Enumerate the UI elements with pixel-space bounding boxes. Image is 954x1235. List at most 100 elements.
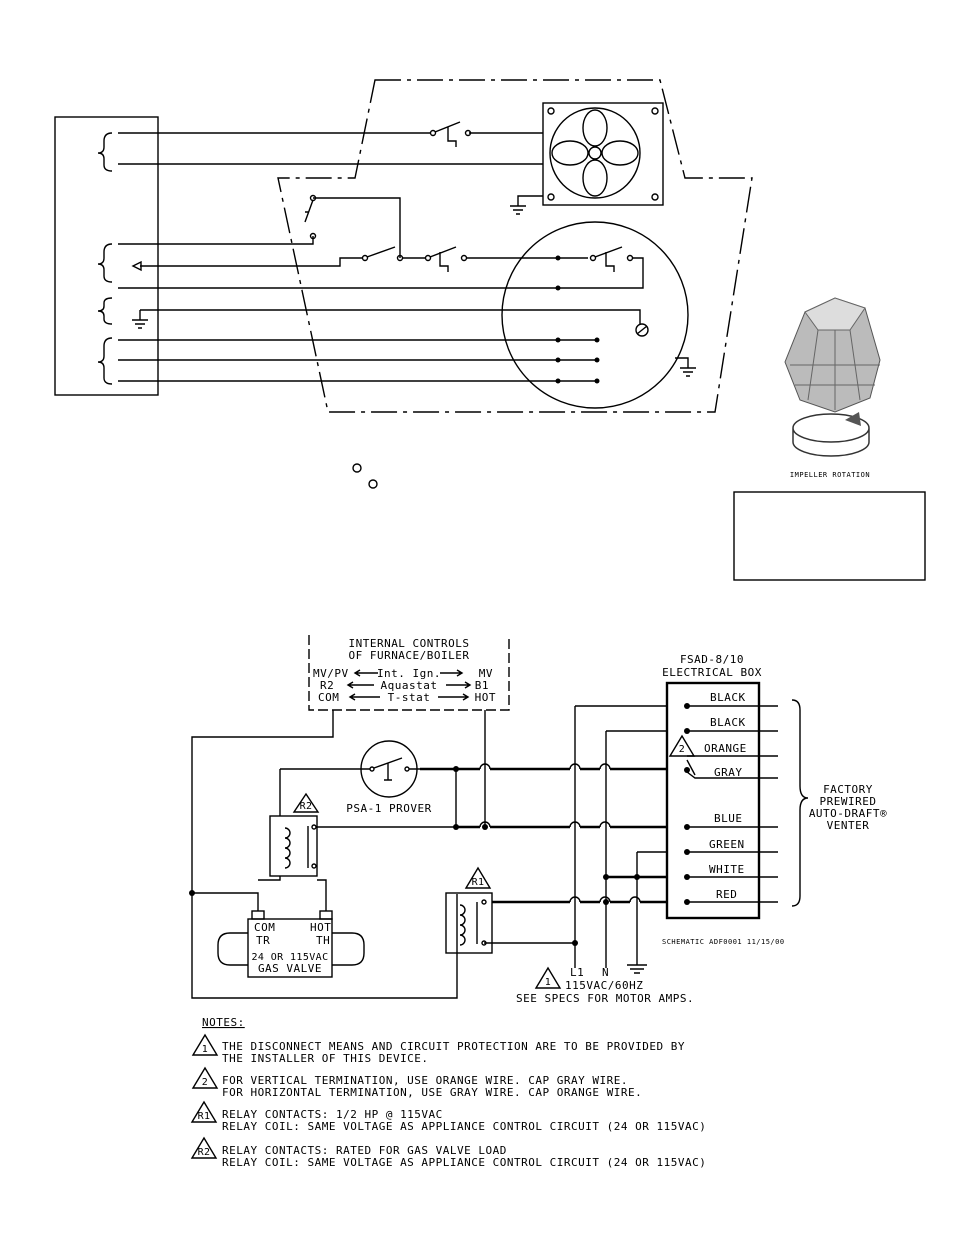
- relay-r2-tag-icon: [292, 792, 320, 813]
- note-3-line-2: RELAY COIL: SAME VOLTAGE AS APPLIANCE CO…: [222, 1120, 706, 1133]
- factory-label-1: FACTORY: [823, 783, 873, 796]
- warning-1-icon: [534, 966, 562, 989]
- terminal-block: [54, 116, 159, 396]
- fan-screw-bl: [547, 193, 555, 201]
- fan-icon: [551, 109, 639, 197]
- ic-row-2-mid: Aquastat: [381, 679, 438, 692]
- gas-valve-tr: TR: [256, 934, 270, 947]
- upper-wiring-diagram: IMPELLER ROTATION: [54, 79, 926, 581]
- supply-voltage: 115VAC/60HZ: [565, 979, 643, 992]
- gas-valve-com: COM: [254, 921, 275, 934]
- note-3-line-1: RELAY CONTACTS: 1/2 HP @ 115VAC: [222, 1108, 443, 1121]
- supply-tag: 1: [545, 977, 551, 988]
- fan-screw-br: [651, 193, 659, 201]
- ic-row-1-mid: Int. Ign.: [377, 667, 441, 680]
- legend-box: [733, 491, 926, 581]
- note-3: R1 RELAY CONTACTS: 1/2 HP @ 115VAC RELAY…: [190, 1100, 706, 1133]
- fan-ground-icon: [510, 195, 543, 215]
- note-1-tag-icon: [191, 1033, 219, 1056]
- gas-valve-th: TH: [316, 934, 330, 947]
- note-3-tag-icon: [190, 1100, 218, 1123]
- note-2-tag-icon: [191, 1066, 219, 1089]
- ebox-wire-labels: BLACK BLACK ORANGE GRAY BLUE GREEN WHITE…: [704, 691, 747, 901]
- note-4-tag-icon: [190, 1136, 218, 1159]
- limit-switch-3: [589, 246, 634, 272]
- note-2-line-1: FOR VERTICAL TERMINATION, USE ORANGE WIR…: [222, 1074, 628, 1087]
- note-1-line-2: THE INSTALLER OF THIS DEVICE.: [222, 1052, 429, 1065]
- note-4-line-2: RELAY COIL: SAME VOLTAGE AS APPLIANCE CO…: [222, 1156, 706, 1169]
- relay-r1-tag-icon: [464, 866, 492, 889]
- factory-label-4: VENTER: [827, 819, 870, 832]
- note-1: 1 THE DISCONNECT MEANS AND CIRCUIT PROTE…: [191, 1033, 684, 1065]
- prover-label: PSA-1 PROVER: [346, 802, 431, 815]
- warning-2-tag: 2: [679, 744, 685, 755]
- gas-valve-hot: HOT: [310, 921, 331, 934]
- ic-row-2-left: R2: [320, 679, 334, 692]
- gas-valve: [247, 918, 333, 978]
- note-4: R2 RELAY CONTACTS: RATED FOR GAS VALVE L…: [190, 1136, 706, 1169]
- gas-valve-line1: 24 OR 115VAC: [251, 952, 328, 963]
- impeller-rotation-caption: IMPELLER ROTATION: [790, 471, 870, 479]
- ic-row-1-right: MV: [479, 667, 493, 680]
- note-2: 2 FOR VERTICAL TERMINATION, USE ORANGE W…: [191, 1066, 642, 1099]
- electrical-box: [665, 681, 761, 920]
- note-1-tag: 1: [202, 1044, 208, 1055]
- internal-controls-title-2: OF FURNACE/BOILER: [348, 649, 469, 662]
- motor-junction-circle: [501, 221, 689, 409]
- warning-2-icon: [668, 734, 696, 757]
- wire-label-green: GREEN: [709, 838, 745, 851]
- motor-ground-screw-icon: [635, 323, 649, 337]
- brace-1: [97, 132, 113, 172]
- fan-screw-tr: [651, 107, 659, 115]
- limit-switch-1: [361, 246, 404, 262]
- supply-specs: SEE SPECS FOR MOTOR AMPS.: [516, 992, 694, 1005]
- internal-controls-rows: MV/PV Int. Ign. MV R2 Aquastat B1 COM T-…: [313, 667, 496, 704]
- brace-4: [97, 337, 113, 385]
- wire-label-black-2: BLACK: [710, 716, 746, 729]
- arrow-terminal-icon: [131, 260, 142, 272]
- rotation-arrow-icon: [792, 413, 870, 457]
- fan-motor-box: [542, 102, 664, 206]
- note-2-tag: 2: [202, 1077, 208, 1088]
- ic-row-3-mid: T-stat: [388, 691, 431, 704]
- limit-switch-2: [424, 246, 468, 272]
- venter-enclosure-outline: [277, 79, 753, 413]
- pressure-switch: [304, 194, 317, 240]
- control-wire: [118, 257, 644, 289]
- relay-r1: [445, 892, 493, 954]
- note-3-tag: R1: [198, 1111, 211, 1122]
- supply-n: N: [602, 966, 609, 979]
- wire-label-orange: ORANGE: [704, 742, 747, 755]
- ground-wire: [140, 309, 641, 324]
- note-4-line-1: RELAY CONTACTS: RATED FOR GAS VALVE LOAD: [222, 1144, 507, 1157]
- factory-label-3: AUTO-DRAFT®: [809, 807, 887, 820]
- wire-label-gray: GRAY: [714, 766, 743, 779]
- note-2-line-2: FOR HORIZONTAL TERMINATION, USE GRAY WIR…: [222, 1086, 642, 1099]
- relay-r1-tag: R1: [472, 877, 485, 888]
- supply-l1: L1: [570, 966, 584, 979]
- fan-switch: [429, 121, 472, 147]
- internal-controls-box: [308, 635, 510, 711]
- ic-row-2-right: B1: [475, 679, 489, 692]
- brace-3: [97, 297, 113, 325]
- ic-row-1-left: MV/PV: [313, 667, 349, 680]
- notes-title: NOTES:: [202, 1016, 245, 1029]
- fan-screw-tl: [547, 107, 555, 115]
- marker-circle-2: [368, 479, 378, 489]
- ic-row-3-right: HOT: [475, 691, 496, 704]
- wire-label-red: RED: [716, 888, 737, 901]
- brace-2: [97, 243, 113, 283]
- lower-schematic: INTERNAL CONTROLS OF FURNACE/BOILER MV/P…: [189, 635, 887, 1169]
- relay-r2: [269, 815, 318, 877]
- wire-label-white: WHITE: [709, 863, 745, 876]
- wire-label-black-1: BLACK: [710, 691, 746, 704]
- gas-valve-coil-icon: [217, 932, 365, 966]
- internal-controls-title-1: INTERNAL CONTROLS: [348, 637, 469, 650]
- factory-label-2: PREWIRED: [820, 795, 877, 808]
- com-wire: [191, 710, 458, 999]
- pressure-switch-wire: [118, 197, 401, 258]
- note-4-tag: R2: [198, 1147, 211, 1158]
- relay-r2-tag: R2: [300, 801, 313, 812]
- ebox-title-1: FSAD-8/10: [680, 653, 744, 666]
